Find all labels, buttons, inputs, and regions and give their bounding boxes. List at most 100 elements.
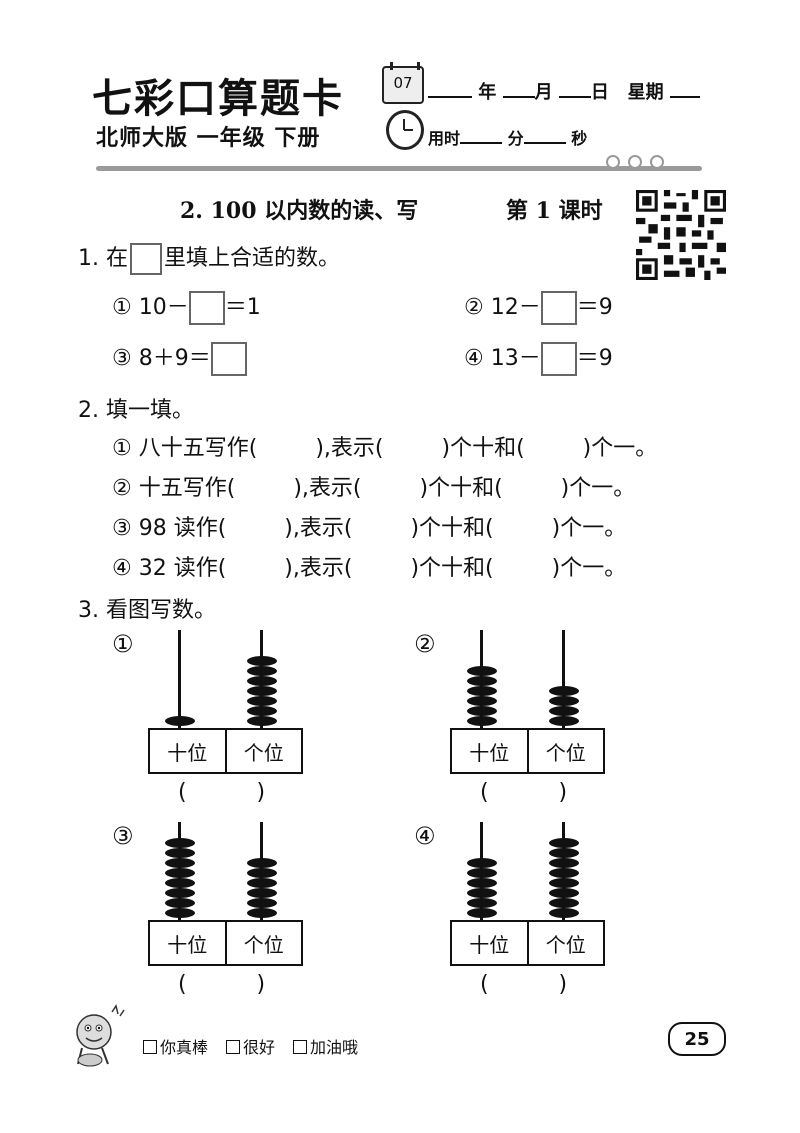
abacus-bead: [467, 716, 497, 726]
self-rating: 你真棒 很好 加油哦: [143, 1034, 358, 1058]
decorative-beads-icon: [604, 155, 664, 175]
rating-option[interactable]: 很好: [226, 1034, 275, 1058]
q1-prompt: 1. 在里填上合适的数。: [78, 240, 340, 275]
answer-blank[interactable]: ( ): [178, 780, 266, 805]
place-value-table: 十位个位: [450, 728, 605, 774]
q1-item-3-before: ③ 8＋9＝: [112, 346, 211, 371]
abacus-bead: [247, 686, 277, 696]
calendar-icon: 07: [382, 62, 424, 104]
tens-place-label: 十位: [150, 730, 227, 772]
answer-blank[interactable]: ( ): [178, 972, 266, 997]
abacus-bead: [247, 676, 277, 686]
answer-box[interactable]: [129, 243, 162, 275]
abacus-bead: [467, 696, 497, 706]
q2-prompt: 2. 填一填。: [78, 398, 194, 423]
abacus-bead: [247, 908, 277, 918]
q1-item-4-after: ＝9: [576, 346, 613, 371]
q1-item-2-before: ② 12－: [464, 295, 541, 320]
abacus: 十位个位( ): [450, 822, 605, 997]
abacus-bead: [165, 848, 195, 858]
answer-box[interactable]: [540, 291, 577, 325]
q1-prompt-after: 里填上合适的数。: [163, 246, 340, 271]
q1-item-1-after: ＝1: [224, 295, 261, 320]
q2-item-3: ③ 98 读作(),表示()个十和()个一。: [112, 510, 626, 542]
abacus-bead: [549, 848, 579, 858]
q2-item-3-head: ③ 98 读作(: [112, 516, 227, 541]
q2-item-2-mid2: )个十和(: [419, 476, 503, 501]
abacus-bead: [549, 868, 579, 878]
qr-code-icon: [636, 190, 726, 280]
abacus-bead: [467, 706, 497, 716]
abacus-bead: [549, 716, 579, 726]
abacus-bead: [165, 868, 195, 878]
q2-item-3-mid1: ),表示(: [284, 516, 353, 541]
q2-item-2-head: ② 十五写作(: [112, 476, 236, 501]
answer-box[interactable]: [210, 342, 247, 376]
rating-option[interactable]: 你真棒: [143, 1034, 208, 1058]
abacus-bead: [467, 676, 497, 686]
abacus-bead: [165, 716, 195, 726]
abacus-bead: [549, 696, 579, 706]
abacus-bead: [165, 838, 195, 848]
q1-item-4-before: ④ 13－: [464, 346, 541, 371]
abacus-bead: [165, 878, 195, 888]
q2-item-1-head: ① 八十五写作(: [112, 436, 258, 461]
header-divider: [96, 166, 702, 171]
second-label: 秒: [571, 129, 588, 148]
abacus-bead: [549, 908, 579, 918]
abacus-bead: [247, 656, 277, 666]
abacus-bead: [467, 686, 497, 696]
abacus: 十位个位 ( ): [148, 822, 303, 997]
abacus-bead: [165, 898, 195, 908]
brand-title: 七彩口算题卡: [92, 75, 344, 122]
abacus-bead: [549, 898, 579, 908]
tens-place-label: 十位: [452, 730, 529, 772]
clock-icon: [386, 110, 424, 150]
place-value-table: 十位个位: [148, 920, 303, 966]
q2-item-4-mid1: ),表示(: [284, 556, 353, 581]
month-label: 月: [534, 82, 553, 103]
abacus-bead: [467, 888, 497, 898]
abacus-bead: [467, 878, 497, 888]
q2-item-4-head: ④ 32 读作(: [112, 556, 227, 581]
year-label: 年: [478, 82, 497, 103]
abacus-bead: [467, 666, 497, 676]
rating-label: 你真棒: [160, 1038, 209, 1057]
rating-label: 很好: [243, 1038, 276, 1057]
answer-blank[interactable]: ( ): [480, 972, 568, 997]
abacus-bead: [247, 888, 277, 898]
abacus-bead: [247, 706, 277, 716]
abacus-bead: [247, 868, 277, 878]
abacus-bead: [247, 878, 277, 888]
q1-item-4: ④ 13－ ＝9: [464, 340, 613, 376]
abacus-bead: [549, 878, 579, 888]
q3-prompt: 3. 看图写数。: [78, 598, 216, 623]
abacus-bead: [247, 716, 277, 726]
abacus: 十位个位( ): [148, 630, 303, 805]
q2-item-2-mid1: ),表示(: [293, 476, 362, 501]
ones-place-label: 个位: [243, 932, 284, 957]
calendar-day: 07: [393, 74, 413, 92]
q2-item-1-mid1: ),表示(: [315, 436, 384, 461]
answer-box[interactable]: [188, 291, 225, 325]
answer-box[interactable]: [540, 342, 577, 376]
answer-blank[interactable]: ( ): [480, 780, 568, 805]
abacus-number: ②: [414, 630, 436, 658]
q1-item-3: ③ 8＋9＝: [112, 340, 247, 376]
q2-item-4-tail: )个一。: [551, 556, 627, 581]
lesson-period: 第 1 课时: [506, 198, 603, 224]
q1-item-2: ② 12－ ＝9: [464, 289, 613, 325]
q1-item-2-after: ＝9: [576, 295, 613, 320]
time-label: 用时: [428, 129, 461, 148]
rating-label: 加油哦: [310, 1038, 359, 1057]
abacus-bead: [247, 898, 277, 908]
q1-item-1-before: ① 10－: [112, 295, 189, 320]
rating-option[interactable]: 加油哦: [293, 1034, 358, 1058]
tens-rod: [178, 630, 181, 728]
abacus-bead: [467, 908, 497, 918]
abacus-bead: [549, 686, 579, 696]
abacus-bead: [467, 898, 497, 908]
q2-item-2: ② 十五写作( ),表示( )个十和( )个一。: [112, 470, 635, 502]
q2-item-2-tail: )个一。: [560, 476, 636, 501]
abacus-bead: [467, 868, 497, 878]
